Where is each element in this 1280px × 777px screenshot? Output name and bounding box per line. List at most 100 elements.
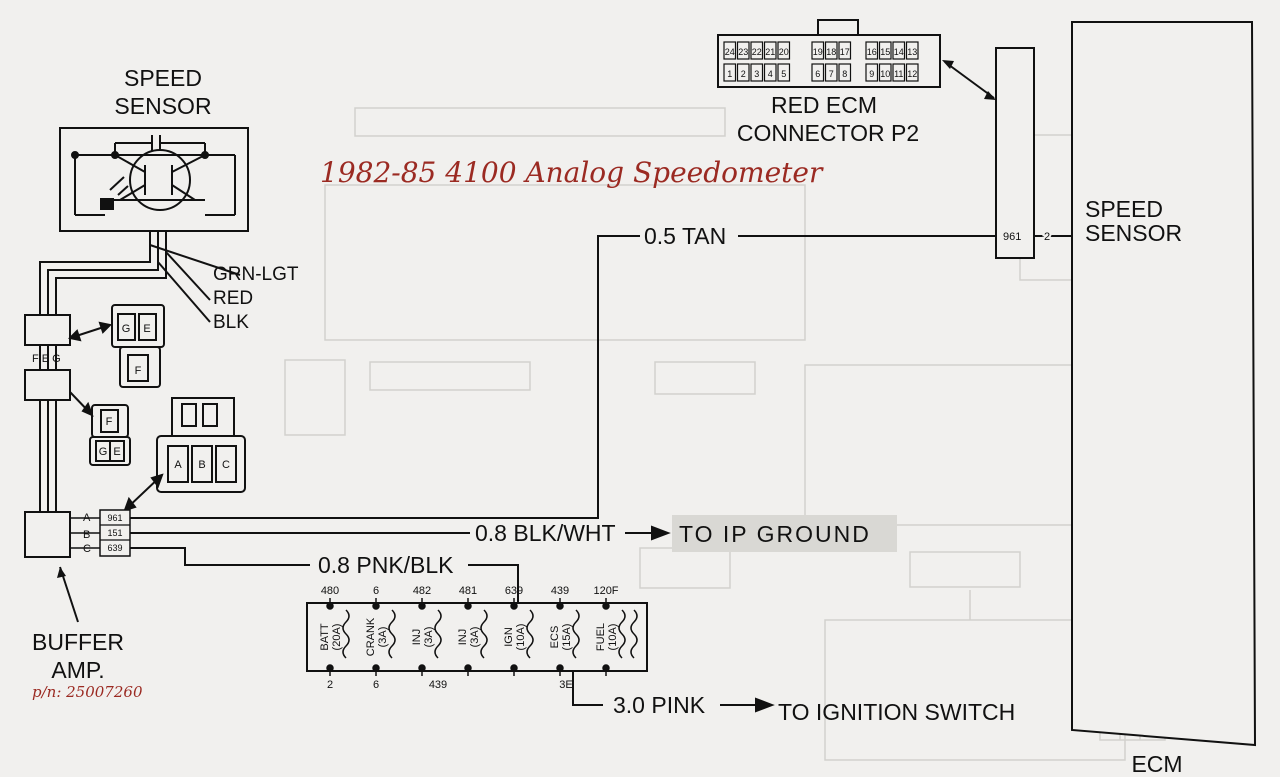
fuse-rating: (10A) — [515, 624, 527, 651]
fuse-name: INJ — [411, 629, 423, 646]
ecm-pin-cell — [777, 63, 791, 82]
ecm-connector-latch — [817, 19, 859, 36]
pin-b: B — [198, 459, 205, 471]
buffer-pin-b: B — [83, 529, 90, 541]
fuse-block: 480BATT(20A)26CRANK(3A)6482INJ(3A)481INJ… — [306, 585, 648, 691]
fuse-rating: (15A) — [561, 624, 573, 651]
wire-label-red: RED — [213, 288, 253, 309]
ecm-pin-number: 8 — [842, 69, 847, 79]
fuse-name: IGN — [503, 627, 515, 647]
ecm-pin-cell — [838, 63, 852, 82]
fuse-symbol — [342, 609, 350, 659]
ecm-pin-number: 22 — [752, 47, 762, 57]
fuse-name: CRANK — [365, 617, 377, 656]
ecm-pin-number: 2 — [741, 69, 746, 79]
wire-label-pnk-blk: 0.8 PNK/BLK — [318, 552, 454, 578]
wire-label-grn-lgt: GRN-LGT — [213, 264, 299, 285]
buffer-amp-label-line1: BUFFER — [32, 629, 124, 655]
ecm-pin-number: 16 — [867, 47, 877, 57]
fuse-rating: (3A) — [423, 627, 435, 648]
background-bleed-through — [284, 107, 1201, 761]
buffer-circuit-block — [99, 509, 131, 557]
fuse-rating: (10A) — [607, 624, 619, 651]
ecm-pin-number: 1 — [727, 69, 732, 79]
buffer-circuit-961: 961 — [107, 513, 122, 523]
ecm-pin-number: 24 — [725, 47, 735, 57]
speed-sensor-label-line2: SENSOR — [114, 93, 211, 119]
ecm-pin-cell — [723, 41, 737, 60]
fuse-rating: (3A) — [469, 627, 481, 648]
fuse-terminal — [372, 602, 380, 610]
buffer-amp: A B C 961 151 639 BUFFER AMP. — [24, 509, 131, 683]
wire-label-blk-wht: 0.8 BLK/WHT — [475, 520, 616, 546]
ecm-pin-number: 5 — [781, 69, 786, 79]
wire-label-pink: 3.0 PINK — [613, 692, 706, 718]
connector-fe-g-label: F E G — [32, 353, 61, 365]
ecm-pin-cell — [750, 63, 764, 82]
ecm-pin-cell — [838, 41, 852, 60]
fuse-terminal — [602, 664, 610, 672]
destination-ip-ground: TO IP GROUND — [679, 521, 871, 547]
ecm-pin-number: 18 — [826, 47, 836, 57]
ecm-connector-label-line1: RED ECM — [771, 92, 877, 118]
ecm-connector-label-line2: CONNECTOR P2 — [737, 120, 919, 146]
ecm-pin-cell — [777, 41, 791, 60]
ecm-pin-number: 21 — [765, 47, 775, 57]
wire-label-blk: BLK — [213, 312, 249, 333]
wire-label-tan: 0.5 TAN — [644, 223, 726, 249]
fuse-circuit-top: 120F — [593, 585, 618, 597]
connector-detail-lower — [69, 391, 131, 466]
inline-connector-upper — [24, 314, 71, 346]
ecm-pin-cell — [763, 63, 777, 82]
ecm-speed-sensor-line1: SPEED — [1085, 196, 1163, 222]
fuse-circuit-bottom: 439 — [429, 679, 447, 691]
transistor-symbol — [71, 135, 236, 216]
connector-detail-upper — [67, 304, 165, 388]
buffer-circuit-639: 639 — [107, 543, 122, 553]
buffer-amp-label-line2: AMP. — [51, 657, 104, 683]
fuse-terminal — [510, 602, 518, 610]
buffer-amp-body — [24, 511, 71, 558]
fuse-circuit-top: 482 — [413, 585, 431, 597]
ecm-pin-number: 7 — [829, 69, 834, 79]
ecm-pin-number: 6 — [815, 69, 820, 79]
ip-ground-highlight — [672, 515, 897, 552]
ecm-pin-number: 15 — [880, 47, 890, 57]
ecm-pin-number: 23 — [738, 47, 748, 57]
fuse-name: INJ — [457, 629, 469, 646]
ecm-pin-cell — [736, 63, 750, 82]
speed-sensor-housing — [59, 127, 249, 232]
part-number-note: p/n: 25007260 — [32, 683, 143, 701]
fuse-terminal — [464, 602, 472, 610]
speed-sensor-label-line1: SPEED — [124, 65, 202, 91]
ecm-speed-sensor-line2: SENSOR — [1085, 220, 1182, 246]
ecm-body — [1071, 21, 1257, 747]
ecm-pin-cell — [865, 41, 879, 60]
fuse-symbol — [572, 609, 580, 659]
speed-sensor: SPEED SENSOR — [59, 65, 249, 232]
circuit-wires — [130, 235, 996, 713]
pin-g-upper: G — [122, 323, 131, 335]
ecm-pin-number: 17 — [840, 47, 850, 57]
fuse-block-body — [306, 602, 648, 672]
fuse-name: BATT — [319, 623, 331, 651]
fuse-symbol — [618, 609, 626, 659]
ecm-pin-cell — [824, 63, 838, 82]
fuse-terminal — [372, 664, 380, 672]
pin-e-upper: E — [143, 323, 150, 335]
ecm-pin-cell — [878, 63, 892, 82]
fuse-circuit-top: 6 — [373, 585, 379, 597]
fuse-circuit-top: 481 — [459, 585, 477, 597]
ecm-pin-number: 4 — [768, 69, 773, 79]
fuse-terminal — [556, 664, 564, 672]
ecm-pin-number: 11 — [894, 69, 903, 79]
fuse-terminal — [418, 602, 426, 610]
fuse-circuit-top: 439 — [551, 585, 569, 597]
buffer-pin-c: C — [83, 543, 91, 555]
ecm-label: ECM — [1131, 751, 1182, 777]
fuse-terminal — [602, 602, 610, 610]
fuse-circuit-bottom: 2 — [327, 679, 333, 691]
buffer-amp-connector — [123, 397, 246, 512]
fuse-name: FUEL — [595, 623, 607, 651]
fuse-rating: (3A) — [377, 627, 389, 648]
